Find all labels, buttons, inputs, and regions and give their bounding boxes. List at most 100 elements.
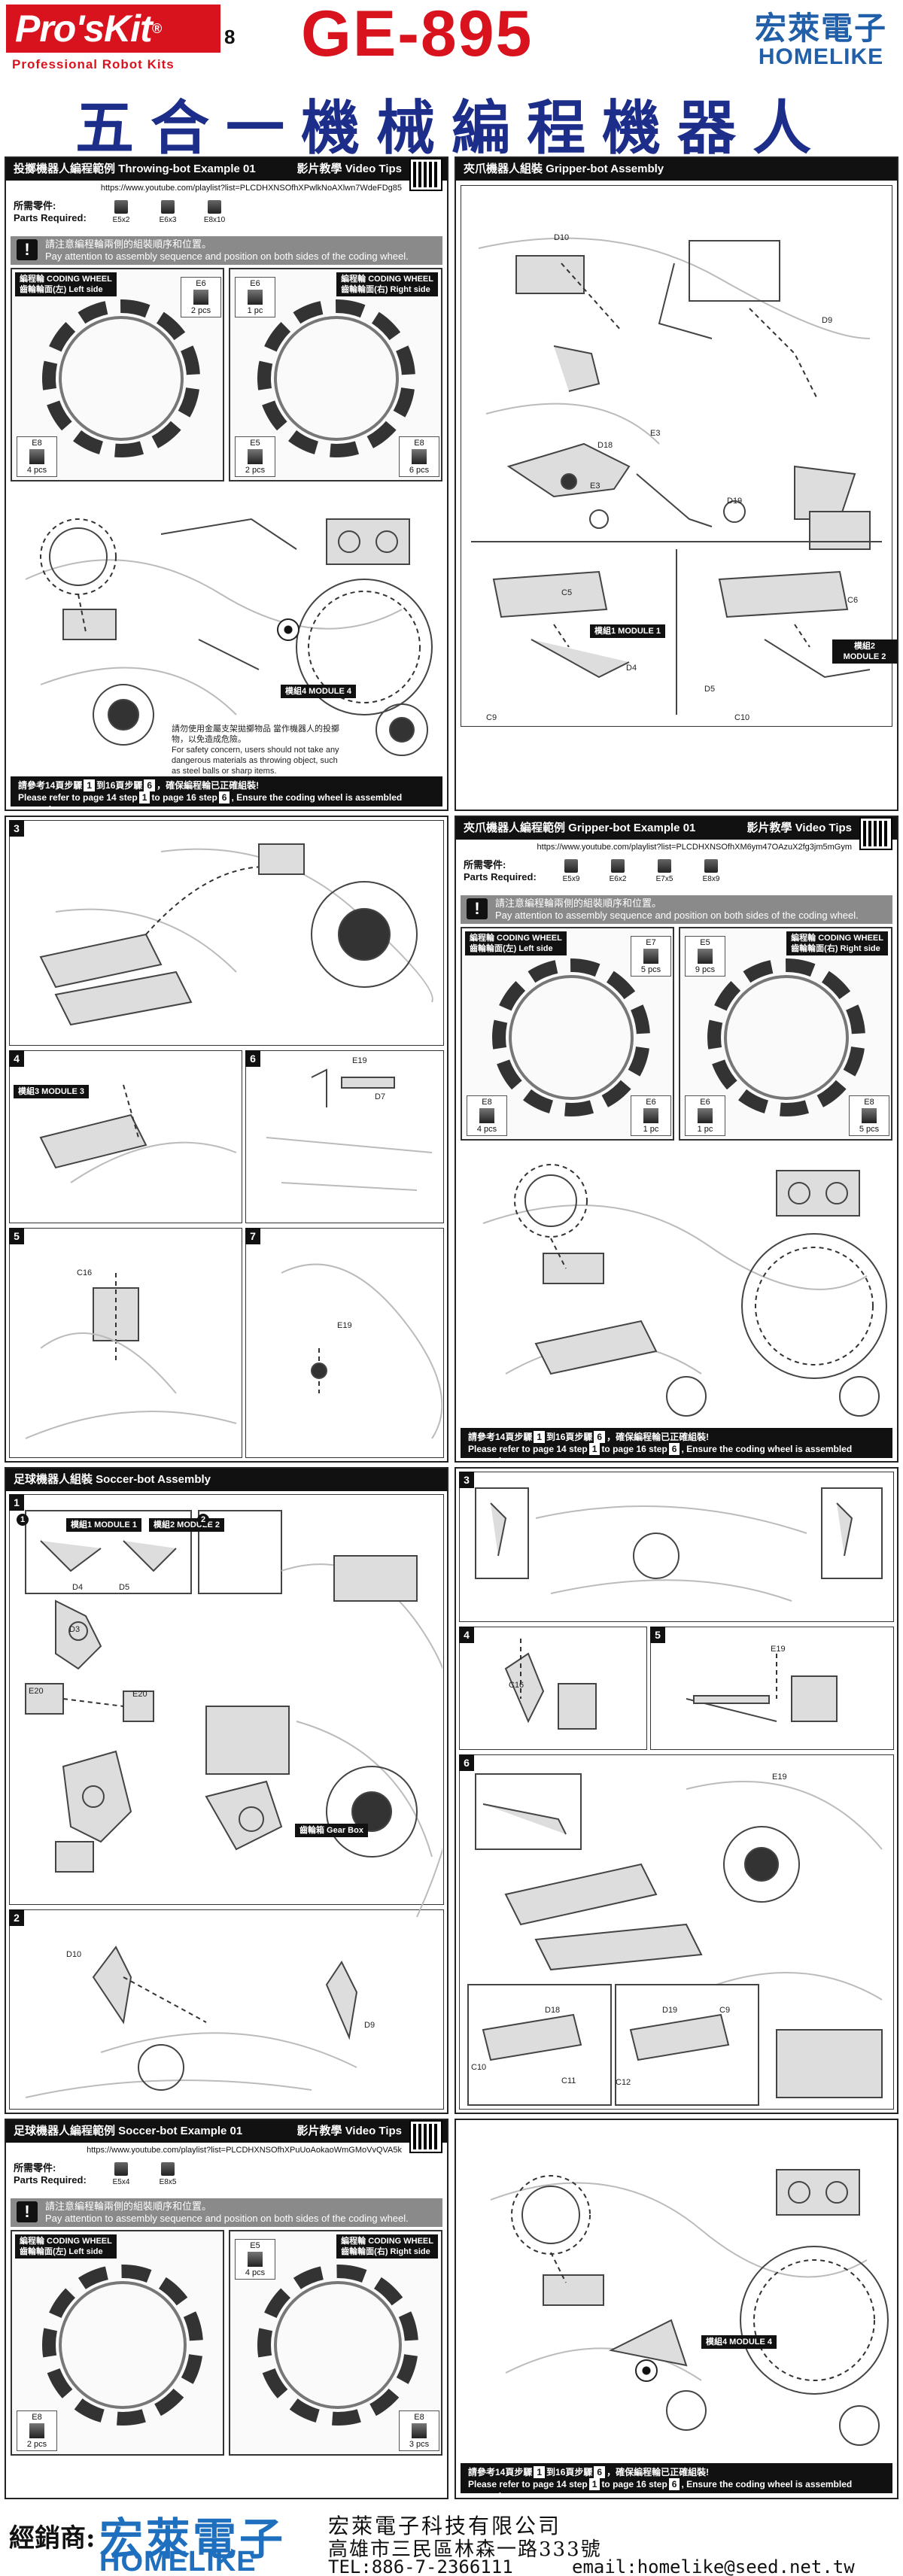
chip-qty: 6 pcs xyxy=(409,466,430,475)
part-label-d10: D10 xyxy=(66,1950,82,1959)
throwing-video-url[interactable]: https://www.youtube.com/playlist?list=PL… xyxy=(100,184,402,193)
part-block-icon xyxy=(479,1108,494,1123)
soccer-assembly-panel: 足球機器人組裝 Soccer-bot Assembly 1 2 模組1 MODU… xyxy=(5,1467,448,2114)
step-number: 5 xyxy=(650,1627,665,1643)
footer-text: to page 16 step xyxy=(601,1444,667,1454)
step-ref: 1 xyxy=(588,1443,600,1455)
qr-code-icon[interactable] xyxy=(409,2120,442,2153)
soccer-ball-icon xyxy=(635,2359,658,2382)
company-email[interactable]: email:homelike@seed.net.tw xyxy=(572,2556,855,2576)
step-ref: 6 xyxy=(594,2466,606,2478)
chip-id: E6 xyxy=(646,1098,656,1107)
notice-cn: 請注意編程輪兩側的組裝順序和位置。 xyxy=(45,2201,212,2212)
gripper-example-title-bar: 夾爪機器人編程範例 Gripper-bot Example 01 影片教學 Vi… xyxy=(456,817,897,840)
part-label-d5: D5 xyxy=(704,685,716,694)
chip-id: E6 xyxy=(700,1098,710,1107)
parts-label-cn: 所需零件: xyxy=(14,2162,56,2174)
chip-qty: 2 pcs xyxy=(26,2440,47,2449)
part-label-d4: D4 xyxy=(626,664,637,673)
part-item: E5x2 xyxy=(104,200,138,224)
brand-reg: ® xyxy=(151,21,162,36)
wheel-tag-side: 齒輪輪面(右) Right side xyxy=(341,2247,430,2256)
wheel-tag-title: 編程輪 CODING WHEEL xyxy=(20,275,112,284)
part-label-c16: C16 xyxy=(77,1268,93,1277)
soccer-example-panel: 足球機器人編程範例 Soccer-bot Example 01 影片教學 Vid… xyxy=(5,2119,448,2499)
footer-text: to page 16 step xyxy=(601,2479,667,2489)
model-number: GE-895 xyxy=(301,0,534,70)
wheel-tag-side: 齒輪輪面(左) Left side xyxy=(20,285,103,294)
chip-id: E8 xyxy=(32,2413,42,2422)
footer-text: , Ensure the coding wheel is assembled c… xyxy=(468,1444,853,1463)
coding-wheel-ring xyxy=(42,299,200,457)
part-item: E6x2 xyxy=(600,859,635,883)
part-label-d5: D5 xyxy=(119,1583,130,1592)
step-4-frame xyxy=(459,1627,647,1750)
sub-step-number: 1 xyxy=(17,1514,29,1526)
notice-en: Pay attention to assembly sequence and p… xyxy=(45,2213,409,2224)
chip-qty: 2 pcs xyxy=(245,466,266,475)
part-label-d3: D3 xyxy=(69,1625,81,1634)
footer-text: 請參考14頁步驟 xyxy=(468,1432,533,1442)
part-block-icon xyxy=(643,1108,658,1123)
gripper-steps-panel: 3 4 6 5 7 模組3 MODULE 3 E19 D7 C16 E19 xyxy=(5,816,448,1463)
chip-id: E8 xyxy=(482,1098,492,1107)
part-item: E7x5 xyxy=(647,859,682,883)
part-label-c9: C9 xyxy=(486,713,497,722)
part-label-d10: D10 xyxy=(554,233,570,242)
page-header: Pro'sKit® 8 Professional Robot Kits GE-8… xyxy=(0,0,903,163)
gripper-video-url[interactable]: https://www.youtube.com/playlist?list=PL… xyxy=(537,843,852,852)
throwing-video-tips: 影片教學 Video Tips xyxy=(296,163,402,175)
soccer-video-url[interactable]: https://www.youtube.com/playlist?list=PL… xyxy=(87,2146,402,2155)
step-5-frame xyxy=(650,1627,894,1750)
qr-code-icon[interactable] xyxy=(859,817,892,850)
part-block-icon xyxy=(704,859,718,873)
qr-code-icon[interactable] xyxy=(409,158,442,191)
parts-label-cn: 所需零件: xyxy=(14,200,56,211)
chip-id: E6 xyxy=(196,279,206,288)
footer-text: , Ensure the coding wheel is assembled c… xyxy=(18,792,403,811)
chip-id: E6 xyxy=(250,279,260,288)
parts-label-en: Parts Required: xyxy=(14,2174,87,2186)
chip-id: E8 xyxy=(864,1098,874,1107)
exclamation-icon: ! xyxy=(17,2201,38,2222)
throwing-title-bar: 投擲機器人編程範例 Throwing-bot Example 01 影片教學 V… xyxy=(6,158,447,181)
part-label-e19: E19 xyxy=(771,1645,786,1654)
chip-qty: 1 pc xyxy=(643,1125,659,1134)
parts-label-en: Parts Required: xyxy=(464,871,537,882)
exclamation-icon: ! xyxy=(17,239,38,260)
chip-id: E5 xyxy=(700,938,710,947)
part-label: E8x10 xyxy=(203,216,226,224)
soccer-assembly-title: 足球機器人組裝 Soccer-bot Assembly xyxy=(14,1473,211,1486)
part-label-c16: C16 xyxy=(509,1681,524,1690)
step-ref: 6 xyxy=(218,791,230,803)
part-label: E7x5 xyxy=(655,875,673,883)
part-chip: E8 6 pcs xyxy=(399,436,439,477)
gripper-example-title: 夾爪機器人編程範例 Gripper-bot Example 01 xyxy=(464,822,696,834)
part-block-icon xyxy=(611,859,625,873)
soccer-steps-panel: 3 4 5 6 C16 E19 E19 D18 D19 C9 C10 C11 C… xyxy=(455,1467,898,2114)
soccer-example-title-bar: 足球機器人編程範例 Soccer-bot Example 01 影片教學 Vid… xyxy=(6,2120,447,2143)
wheel-tag-title: 編程輪 CODING WHEEL xyxy=(341,2237,433,2246)
step-number: 2 xyxy=(9,1909,24,1926)
chip-id: E8 xyxy=(414,439,424,448)
part-label-d9: D9 xyxy=(364,2021,375,2030)
part-label-c12: C12 xyxy=(616,2078,631,2087)
sub-step-number: 2 xyxy=(197,1514,209,1526)
step-number: 1 xyxy=(9,1494,24,1511)
warning-en: For safety concern, users should not tak… xyxy=(172,746,339,776)
chip-id: E8 xyxy=(414,2413,424,2422)
gripper-assembly-frame xyxy=(461,185,892,727)
step-number: 6 xyxy=(459,1754,474,1771)
